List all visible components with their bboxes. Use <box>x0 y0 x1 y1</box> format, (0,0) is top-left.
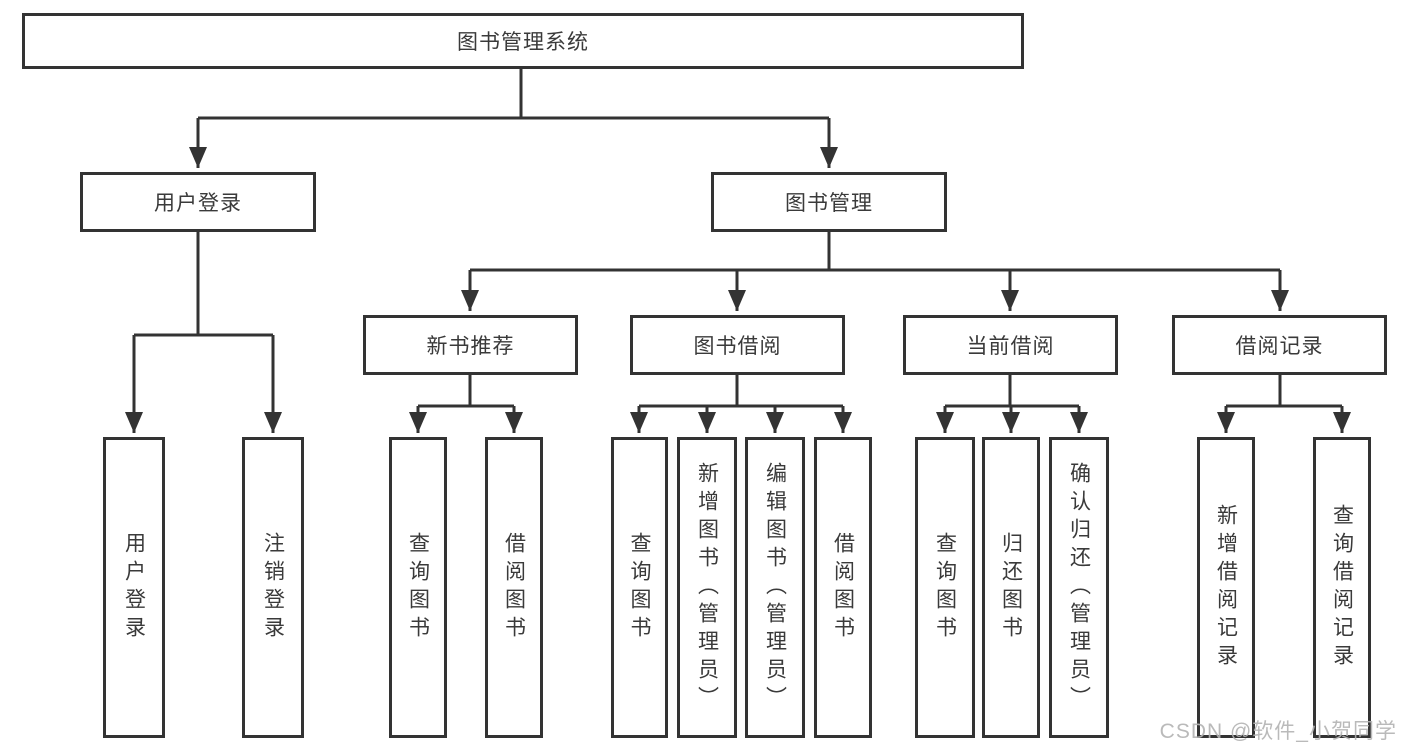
node-book-management: 图书管理 <box>711 172 947 232</box>
node-book-borrowing: 图书借阅 <box>630 315 845 375</box>
leaf-current-return-books: 归还图书 <box>982 437 1040 738</box>
leaf-borrowing-edit-books-admin: 编辑图书（管理员） <box>745 437 805 738</box>
leaf-borrowing-add-books-admin: 新增图书（管理员） <box>677 437 737 738</box>
leaf-records-query-borrow-record: 查询借阅记录 <box>1313 437 1371 738</box>
leaf-user-login: 用户登录 <box>103 437 165 738</box>
node-library-management-system: 图书管理系统 <box>22 13 1024 69</box>
leaf-recommend-borrow-books: 借阅图书 <box>485 437 543 738</box>
leaf-logout-login: 注销登录 <box>242 437 304 738</box>
leaf-records-add-borrow-record: 新增借阅记录 <box>1197 437 1255 738</box>
leaf-recommend-query-books: 查询图书 <box>389 437 447 738</box>
leaf-borrowing-query-books: 查询图书 <box>611 437 668 738</box>
node-current-borrowing: 当前借阅 <box>903 315 1118 375</box>
node-user-login: 用户登录 <box>80 172 316 232</box>
node-new-book-recommendation: 新书推荐 <box>363 315 578 375</box>
leaf-borrowing-borrow-books: 借阅图书 <box>814 437 872 738</box>
leaf-current-query-books: 查询图书 <box>915 437 975 738</box>
leaf-current-confirm-return-admin: 确认归还（管理员） <box>1049 437 1109 738</box>
csdn-watermark: CSDN @软件_小贺同学 <box>1159 720 1397 743</box>
node-borrowing-records: 借阅记录 <box>1172 315 1387 375</box>
